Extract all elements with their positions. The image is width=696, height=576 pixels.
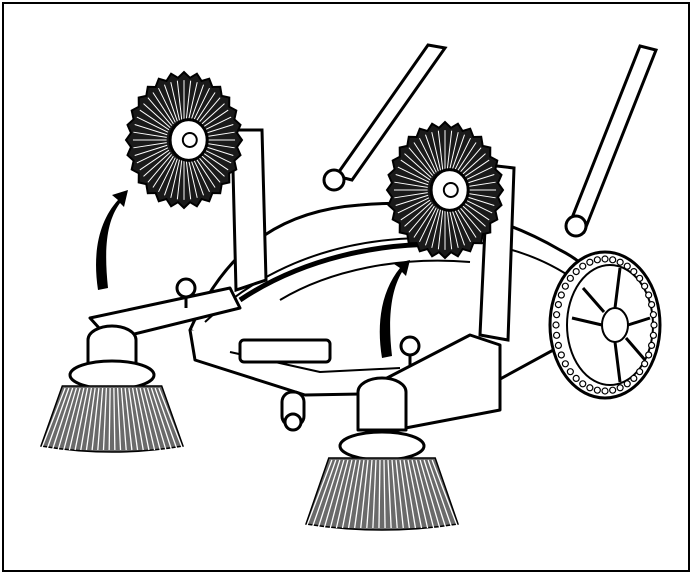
handle-icon bbox=[322, 43, 659, 238]
left-brush-arm bbox=[68, 277, 242, 391]
side-brush-icon bbox=[385, 120, 505, 260]
side-brush-icon bbox=[39, 385, 185, 453]
side-brush-icon bbox=[124, 70, 244, 210]
right-brush-arm bbox=[338, 333, 502, 462]
side-brush-icon bbox=[304, 457, 460, 531]
curved-arrow-icon bbox=[96, 190, 410, 358]
castor-wheel-icon bbox=[280, 390, 306, 432]
rear-wheel-icon bbox=[548, 250, 662, 400]
